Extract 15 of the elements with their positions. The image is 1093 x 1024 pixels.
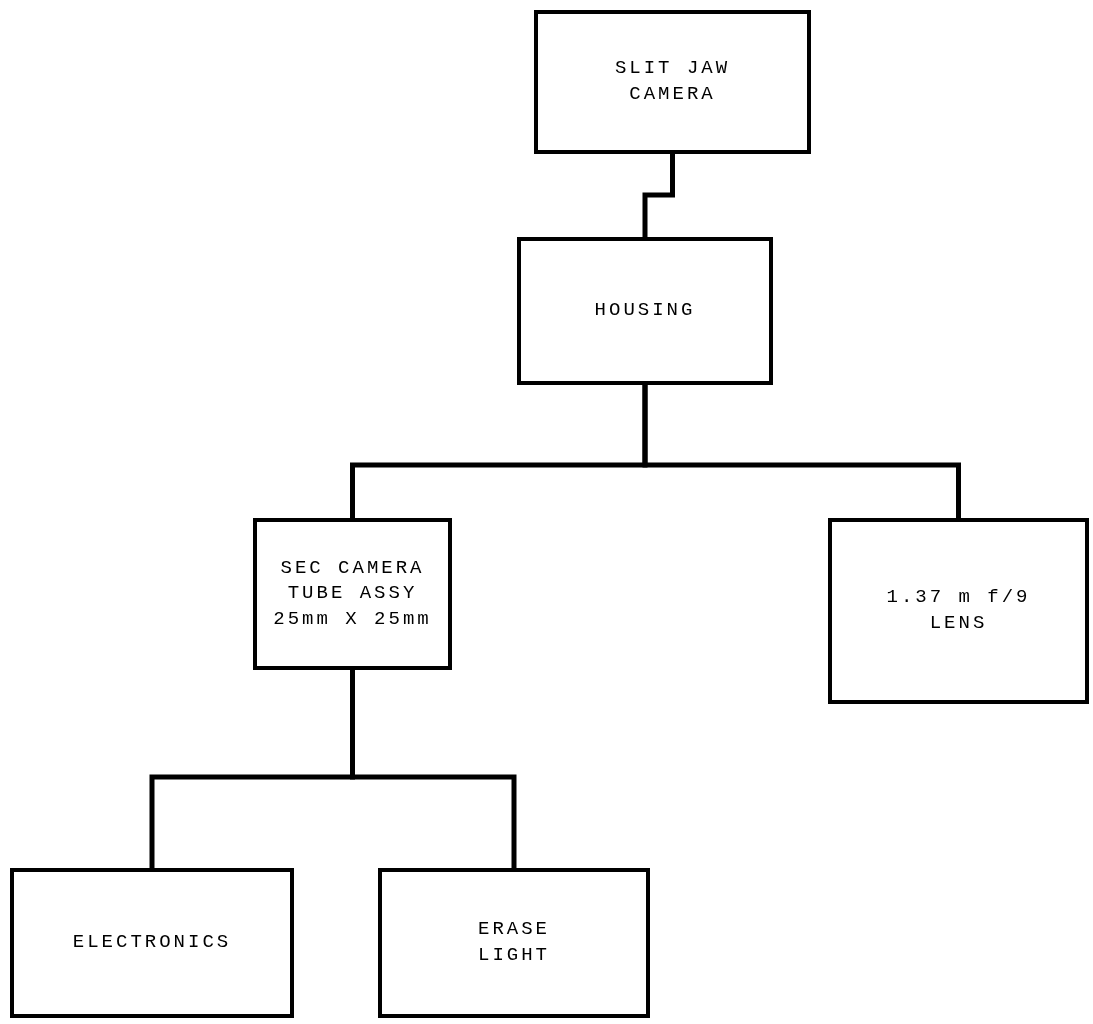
connector-line bbox=[642, 385, 961, 518]
component-box bbox=[378, 868, 650, 1018]
component-box bbox=[253, 518, 452, 670]
component-box bbox=[828, 518, 1089, 704]
component-label: 1.37 m f/9 LENS bbox=[885, 585, 1032, 636]
component-box bbox=[534, 10, 811, 154]
component-box bbox=[517, 237, 773, 385]
component-label: HOUSING bbox=[594, 298, 696, 324]
component-box bbox=[10, 868, 294, 1018]
component-label: SLIT JAW CAMERA bbox=[613, 56, 732, 107]
connector-line bbox=[350, 670, 517, 868]
component-label: SEC CAMERA TUBE ASSY 25mm X 25mm bbox=[272, 555, 433, 632]
component-label: ELECTRONICS bbox=[72, 930, 232, 956]
connector-line bbox=[642, 154, 675, 237]
component-label: ERASE LIGHT bbox=[477, 917, 551, 968]
